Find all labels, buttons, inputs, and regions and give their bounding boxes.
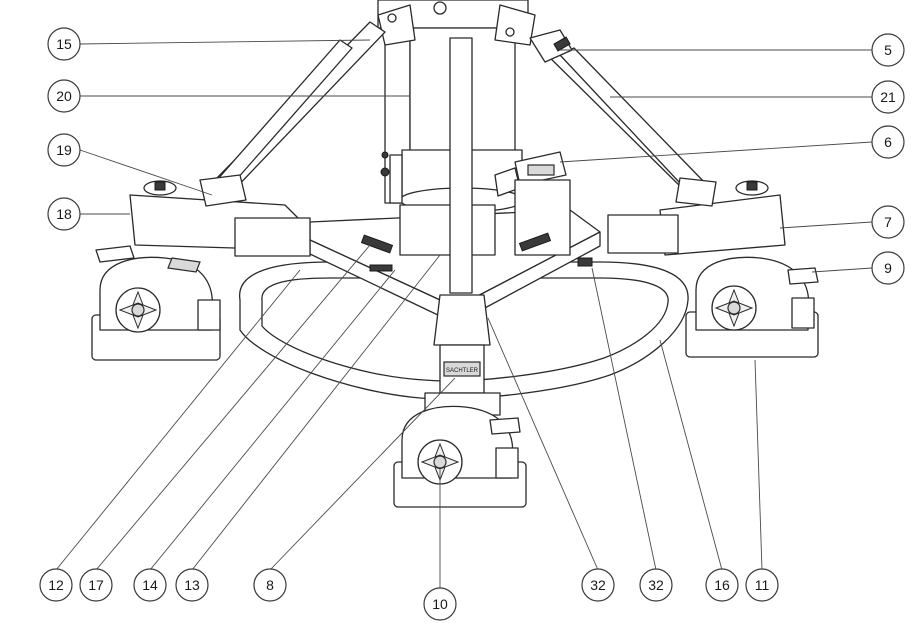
callout-11: 11 [745,568,779,602]
svg-text:32: 32 [648,577,664,593]
wheel-unit-left [91,245,221,361]
svg-text:21: 21 [880,89,896,105]
svg-text:32: 32 [590,577,606,593]
svg-text:5: 5 [884,42,892,58]
svg-text:9: 9 [884,260,892,276]
base-arms [129,174,786,257]
callout-12: 12 [39,568,73,602]
callout-20: 20 [47,79,81,113]
svg-text:16: 16 [714,577,730,593]
callout-17: 17 [79,568,113,602]
front-tube: SACHTLER [424,37,501,416]
svg-text:14: 14 [142,577,158,593]
callout-8: 8 [253,568,287,602]
callout-18: 18 [47,197,81,231]
wheel-unit-front [393,405,527,508]
callout-6: 6 [871,125,905,159]
svg-text:11: 11 [755,577,770,593]
upper-collar [377,4,536,46]
callout-9: 9 [871,251,905,285]
svg-text:7: 7 [884,214,892,230]
svg-text:12: 12 [48,577,64,593]
svg-text:13: 13 [184,577,200,593]
svg-text:15: 15 [56,36,72,52]
leader-lines [55,39,873,588]
callout-32-right: 32 [639,568,673,602]
svg-text:10: 10 [432,596,448,612]
struts [209,21,709,199]
svg-text:18: 18 [56,206,72,222]
callout-21: 21 [871,80,905,114]
callout-10: 10 [423,587,457,621]
callout-14: 14 [133,568,167,602]
callout-19: 19 [47,133,81,167]
pedestal-drawing: SACHTLER [91,0,819,508]
wheel-unit-right [685,256,819,358]
svg-text:17: 17 [88,577,104,593]
callout-32-left: 32 [581,568,615,602]
svg-text:8: 8 [266,577,274,593]
brand-stamp: SACHTLER [446,368,479,374]
callout-5: 5 [871,33,905,67]
callout-16: 16 [705,568,739,602]
callout-15: 15 [47,27,81,61]
callout-7: 7 [871,205,905,239]
callout-13: 13 [175,568,209,602]
svg-text:6: 6 [884,134,892,150]
svg-text:19: 19 [56,142,72,158]
svg-text:20: 20 [56,88,72,104]
